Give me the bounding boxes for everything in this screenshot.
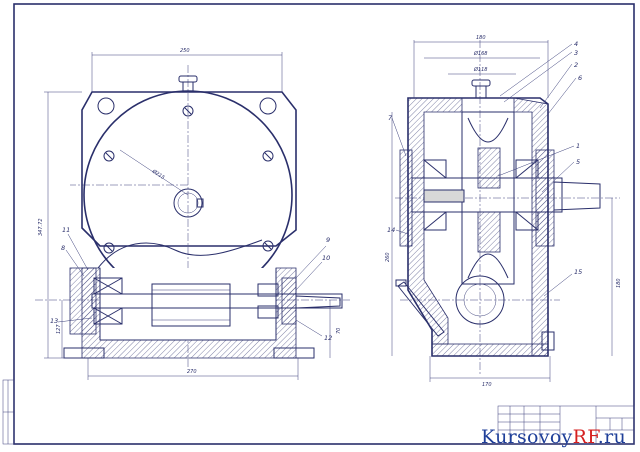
part-10: 10 [322,254,330,262]
part-2: 2 [574,61,578,69]
part-15: 15 [574,268,582,276]
part-3: 3 [574,49,578,57]
housing-outline [81,91,297,247]
dim-347: 347.72 [38,219,44,237]
part-1: 1 [576,142,580,150]
part-12: 12 [324,334,332,342]
shaft-end [295,295,341,309]
watermark-logo: KursovoyRF.ru [481,426,626,448]
bolt-hole-tl [97,97,115,115]
worm-shaft [91,293,343,309]
front-view: 250 Ø215 347.72 127 70 270 11 8 13 9 10 … [35,48,350,380]
part-13: 13 [50,317,58,325]
bolt-hole-tr [259,97,277,115]
title-block [497,405,635,445]
dim-180-top: 180 [476,35,486,41]
part-8: 8 [61,244,65,252]
dim-d118: Ø118 [473,66,487,73]
dim-250: 250 [180,48,190,54]
part-6: 6 [578,74,582,82]
part-9: 9 [326,236,330,244]
part-11: 11 [62,226,70,234]
dim-270: 270 [187,369,197,375]
worm [151,283,231,327]
output-shaft [411,177,563,213]
dim-70: 70 [336,328,342,334]
dim-180-side: 180 [616,278,622,288]
shaft-bore [173,188,203,218]
worm-bore [455,275,505,325]
dim-260: 260 [385,252,391,262]
dim-127: 127 [56,324,62,334]
oil-gauge [397,281,445,337]
dim-170: 170 [482,382,492,388]
dim-d168: Ø168 [473,50,487,57]
shaft-output-end [553,181,601,211]
part-5: 5 [576,158,580,166]
cap-left [399,149,413,247]
part-4: 4 [574,40,578,48]
cap-right [535,149,555,247]
part-7: 7 [388,114,393,122]
side-view: 180 Ø168 Ø118 260 170 180 4 3 2 6 7 1 5 … [385,35,622,388]
sheet-frame [13,3,635,445]
worm-wheel [461,111,515,285]
part-14: 14 [387,226,395,234]
